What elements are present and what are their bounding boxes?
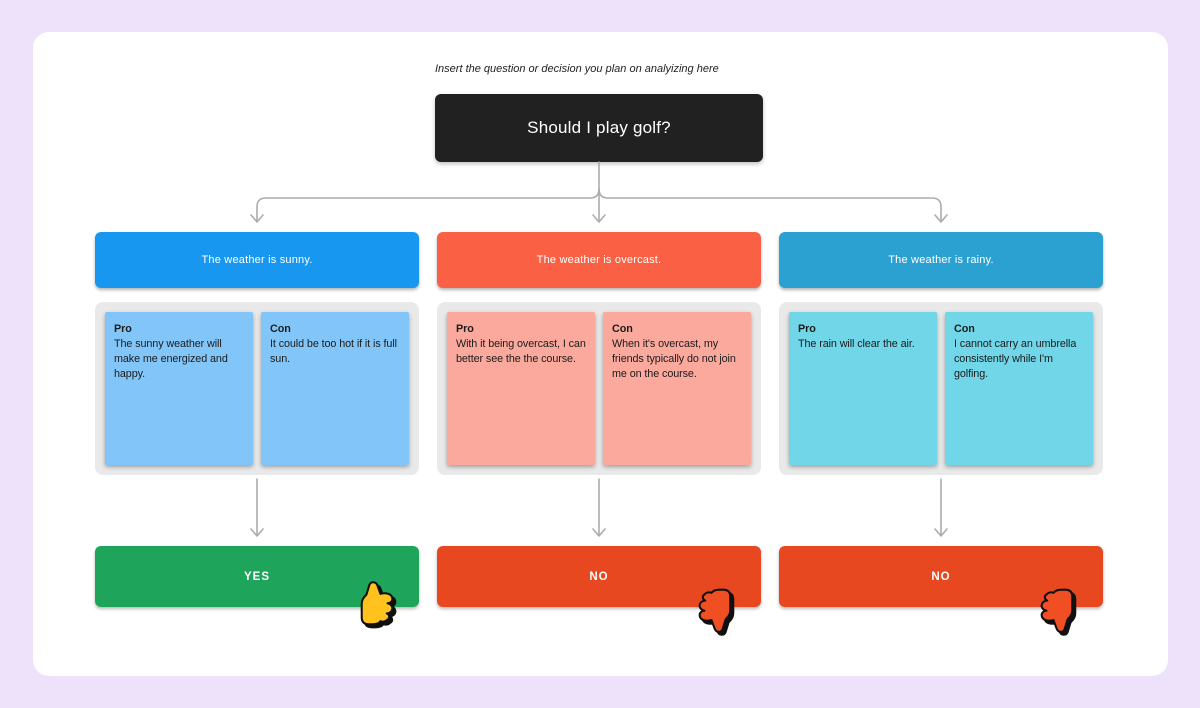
condition-label: The weather is rainy. [888, 254, 994, 266]
notes-frame[interactable]: Pro The rain will clear the air. Con I c… [779, 302, 1103, 475]
pro-label: Pro [798, 323, 816, 335]
condition-card[interactable]: The weather is sunny. [95, 232, 419, 288]
pro-note[interactable]: Pro With it being overcast, I can better… [447, 312, 595, 465]
pro-label: Pro [114, 323, 132, 335]
con-text: It could be too hot if it is full sun. [270, 338, 397, 365]
con-note[interactable]: Con It could be too hot if it is full su… [261, 312, 409, 465]
pro-note[interactable]: Pro The rain will clear the air. [789, 312, 937, 465]
branch-rainy: The weather is rainy. Pro The rain will … [779, 232, 1103, 652]
branch-overcast: The weather is overcast. Pro With it bei… [437, 232, 761, 652]
notes-frame[interactable]: Pro With it being overcast, I can better… [437, 302, 761, 475]
pro-note[interactable]: Pro The sunny weather will make me energ… [105, 312, 253, 465]
result-label: YES [243, 570, 270, 583]
pro-label: Pro [456, 323, 474, 335]
con-text: I cannot carry an umbrella consistently … [954, 338, 1077, 380]
pro-text: The sunny weather will make me energized… [114, 338, 228, 380]
condition-card[interactable]: The weather is rainy. [779, 232, 1103, 288]
con-text: When it's overcast, my friends typically… [612, 338, 736, 380]
pro-text: With it being overcast, I can better see… [456, 338, 586, 365]
result-label: NO [589, 570, 609, 583]
instruction-text[interactable]: Insert the question or decision you plan… [435, 63, 719, 75]
con-note[interactable]: Con I cannot carry an umbrella consisten… [945, 312, 1093, 465]
thumbs-up-stamp[interactable] [350, 576, 400, 632]
thumbs-down-stamp[interactable] [692, 582, 742, 638]
result-label: NO [931, 570, 951, 583]
branch-sunny: The weather is sunny. Pro The sunny weat… [95, 232, 419, 652]
question-label: Should I play golf? [527, 118, 671, 137]
thumbs-down-stamp[interactable] [1034, 582, 1084, 638]
condition-label: The weather is sunny. [201, 254, 313, 266]
condition-label: The weather is overcast. [536, 254, 662, 266]
con-note[interactable]: Con When it's overcast, my friends typic… [603, 312, 751, 465]
con-label: Con [270, 323, 291, 335]
con-label: Con [954, 323, 975, 335]
question-box[interactable]: Should I play golf? [435, 94, 763, 162]
pro-text: The rain will clear the air. [798, 338, 915, 350]
condition-card[interactable]: The weather is overcast. [437, 232, 761, 288]
con-label: Con [612, 323, 633, 335]
notes-frame[interactable]: Pro The sunny weather will make me energ… [95, 302, 419, 475]
